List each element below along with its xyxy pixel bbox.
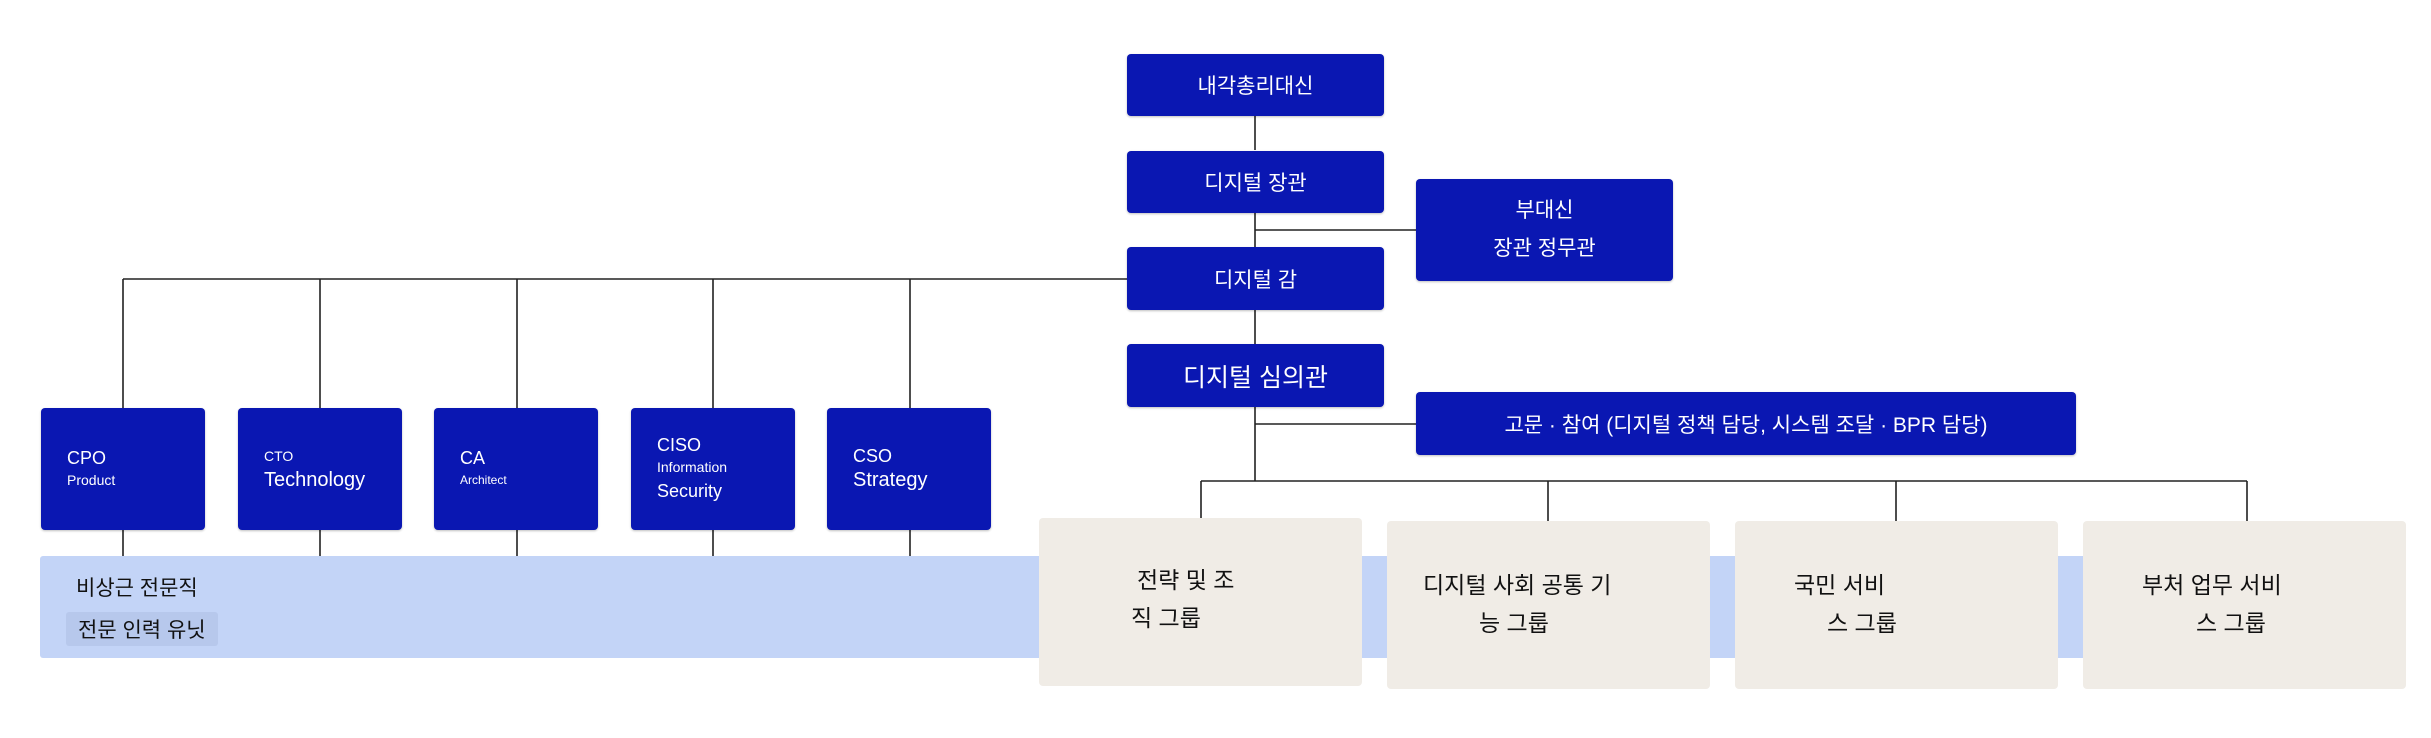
role-box-cpo[interactable]: CPO Product bbox=[41, 408, 205, 530]
group-box-strategy[interactable]: 전략 및 조 직 그룹 bbox=[1039, 518, 1362, 686]
deputy-label-line1: 부대신 bbox=[1515, 199, 1574, 222]
group-box-ministry-service[interactable]: 부처 업무 서비 스 그룹 bbox=[2083, 521, 2406, 689]
group-label-strategy-line2: 직 그룹 bbox=[1131, 605, 1201, 631]
role-abbr-cpo: CPO bbox=[67, 448, 107, 468]
role-name-ciso-line1: Information bbox=[657, 459, 728, 475]
prime-minister-box[interactable]: 내각총리대신 bbox=[1127, 54, 1384, 116]
deputy-box[interactable]: 부대신 장관 정무관 bbox=[1416, 179, 1673, 281]
expert-unit-subtitle: 전문 인력 유닛 bbox=[66, 612, 218, 646]
councilor-box[interactable]: 디지털 심의관 bbox=[1127, 344, 1384, 407]
group-label-citizen-service-line1: 국민 서비 bbox=[1794, 572, 1886, 598]
minister-box[interactable]: 디지털 장관 bbox=[1127, 151, 1384, 213]
role-box-ciso[interactable]: CISO Information Security bbox=[631, 408, 795, 530]
role-name-ciso-line2: Security bbox=[657, 481, 723, 501]
role-abbr-cto: CTO bbox=[264, 448, 294, 464]
role-abbr-ca: CA bbox=[460, 448, 486, 468]
group-box-digital-common[interactable]: 디지털 사회 공통 기 능 그룹 bbox=[1387, 521, 1710, 689]
role-box-cso[interactable]: CSO Strategy bbox=[827, 408, 991, 530]
director-box[interactable]: 디지털 감 bbox=[1127, 247, 1384, 310]
prime-minister-label: 내각총리대신 bbox=[1197, 75, 1314, 98]
role-box-ca[interactable]: CA Architect bbox=[434, 408, 598, 530]
minister-label: 디지털 장관 bbox=[1204, 172, 1307, 195]
group-label-digital-common-line2: 능 그룹 bbox=[1479, 610, 1549, 636]
role-box-cto[interactable]: CTO Technology bbox=[238, 408, 402, 530]
group-box-citizen-service[interactable]: 국민 서비 스 그룹 bbox=[1735, 521, 2058, 689]
group-label-citizen-service-line2: 스 그룹 bbox=[1827, 610, 1897, 636]
group-label-ministry-service-line2: 스 그룹 bbox=[2196, 610, 2266, 636]
deputy-label-line2: 장관 정무관 bbox=[1493, 237, 1596, 260]
director-label: 디지털 감 bbox=[1213, 268, 1298, 292]
advisors-box[interactable]: 고문 · 참여 (디지털 정책 담당, 시스템 조달 · BPR 담당) bbox=[1416, 392, 2076, 455]
group-label-ministry-service-line1: 부처 업무 서비 bbox=[2142, 572, 2282, 598]
role-name-cpo: Product bbox=[67, 472, 116, 488]
role-abbr-ciso: CISO bbox=[657, 435, 702, 455]
role-name-cso: Strategy bbox=[853, 469, 928, 491]
role-name-cto: Technology bbox=[264, 469, 366, 491]
group-label-digital-common-line1: 디지털 사회 공통 기 bbox=[1423, 572, 1612, 598]
expert-unit-title: 비상근 전문직 bbox=[76, 577, 198, 600]
role-name-ca: Architect bbox=[460, 473, 507, 487]
role-abbr-cso: CSO bbox=[853, 446, 893, 466]
group-label-strategy-line1: 전략 및 조 bbox=[1137, 567, 1235, 593]
councilor-label: 디지털 심의관 bbox=[1183, 363, 1328, 392]
advisors-label: 고문 · 참여 (디지털 정책 담당, 시스템 조달 · BPR 담당) bbox=[1504, 413, 1988, 437]
